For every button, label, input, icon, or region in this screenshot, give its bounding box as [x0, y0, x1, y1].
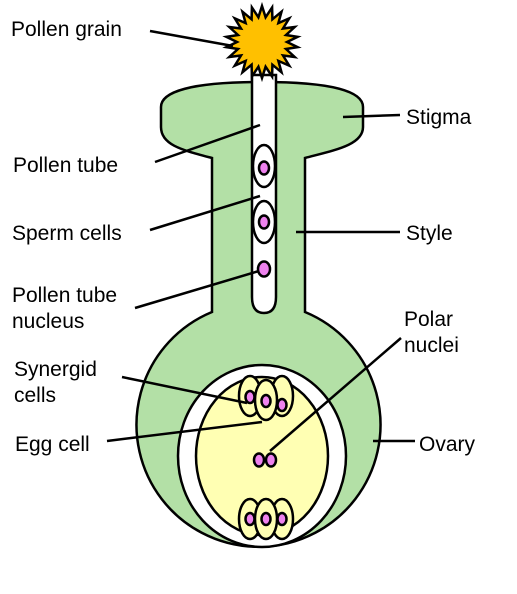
label-stigma: Stigma — [406, 106, 472, 129]
antipodal-cells — [237, 497, 295, 541]
label-sperm-cells: Sperm cells — [12, 222, 122, 245]
label-pollen-tube-nucleus-line1: Pollen tube — [12, 284, 117, 307]
label-pollen-tube-nucleus: Pollen tube nucleus — [12, 284, 123, 333]
leader-sperm-cells — [149, 194, 261, 232]
antipodal-nucleus — [276, 511, 288, 527]
polar-nucleus — [264, 452, 278, 468]
leader-polar-nuclei — [269, 337, 402, 452]
sperm-nucleus — [257, 160, 271, 176]
leader-pollen-tube-nucleus — [134, 269, 260, 310]
label-egg-cell: Egg cell — [15, 433, 90, 456]
label-pollen-tube: Pollen tube — [13, 154, 118, 177]
label-pollen-tube-nucleus-line2: nucleus — [12, 310, 84, 333]
leader-synergid-cells — [121, 375, 248, 405]
label-ovary: Ovary — [419, 433, 476, 456]
synergid-nucleus — [244, 389, 256, 405]
synergid-cells — [237, 374, 295, 422]
label-style: Style — [406, 222, 453, 245]
synergid-nucleus — [276, 397, 288, 413]
label-synergid-cells-line2: cells — [14, 384, 56, 407]
leader-egg-cell — [106, 420, 263, 443]
sperm-cells — [251, 143, 277, 245]
egg-nucleus — [260, 393, 272, 409]
label-synergid-cells-line1: Synergid — [14, 358, 97, 381]
polar-nucleus — [252, 452, 266, 468]
label-synergid-cells: Synergid cells — [14, 358, 103, 407]
pollen-tube — [250, 73, 278, 315]
antipodal-nucleus — [244, 511, 256, 527]
labels: Pollen grain Pollen tube Sperm cells Pol… — [11, 18, 476, 456]
polar-nuclei — [252, 452, 278, 468]
leader-stigma — [342, 113, 401, 119]
leader-lines — [106, 29, 415, 452]
pollen-tube-nucleus — [256, 260, 272, 278]
sperm-nucleus — [257, 214, 271, 230]
leader-pollen-grain — [149, 29, 234, 48]
antipodal-nucleus — [260, 511, 272, 527]
label-pollen-grain: Pollen grain — [11, 18, 122, 41]
pollen-grain — [222, 1, 302, 83]
label-polar-nuclei-line2: nuclei — [404, 334, 459, 357]
label-polar-nuclei: Polar nuclei — [404, 308, 459, 357]
leader-pollen-tube — [154, 123, 261, 164]
label-polar-nuclei-line1: Polar — [404, 308, 453, 331]
